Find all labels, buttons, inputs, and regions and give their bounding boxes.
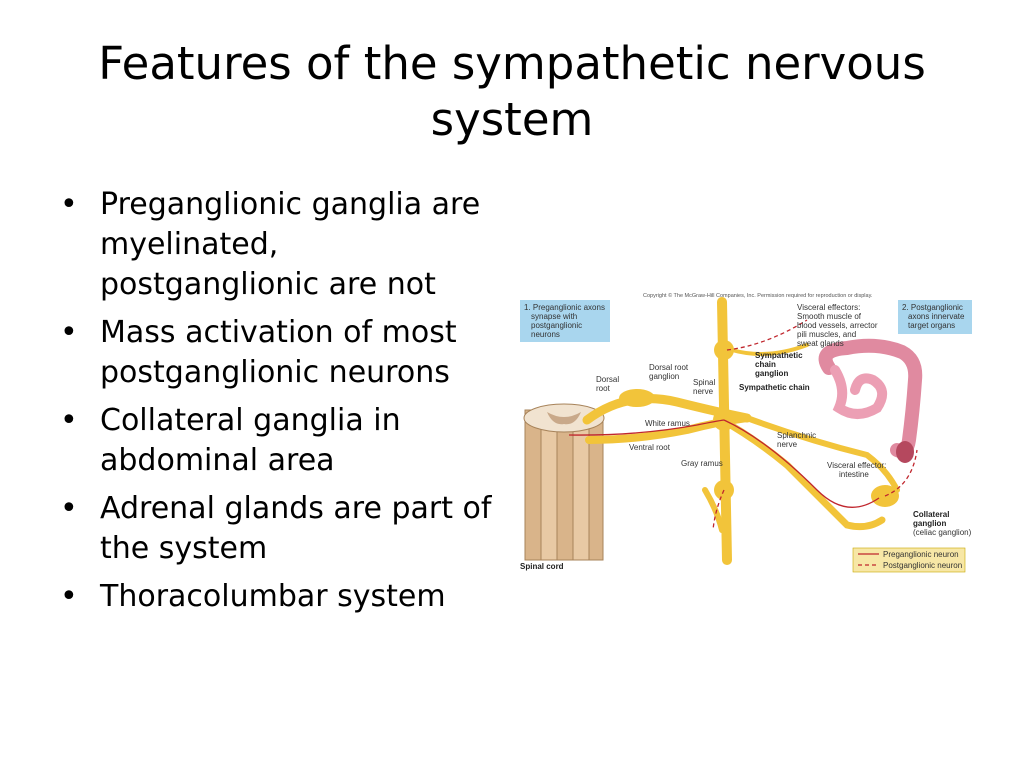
- white-ramus-label: White ramus: [645, 419, 690, 428]
- bullet-item: Adrenal glands are part of the system: [56, 489, 496, 569]
- bullet-item: Mass activation of most postganglionic n…: [56, 313, 496, 393]
- chain-ganglion-label: ganglion: [755, 369, 788, 378]
- visceral-effectors-label: pili muscles, and: [797, 330, 856, 339]
- visceral-effectors-label: Smooth muscle of: [797, 312, 862, 321]
- intestine-label: intestine: [839, 470, 869, 479]
- sympathetic-chain-label: Sympathetic chain: [739, 383, 810, 392]
- visceral-effectors-label: blood vessels, arrector: [797, 321, 878, 330]
- visceral-effectors-label: sweat glands: [797, 339, 844, 348]
- chain-ganglion-label: chain: [755, 360, 776, 369]
- dorsal-root-ganglion: [619, 389, 655, 407]
- gray-ramus-label: Gray ramus: [681, 459, 723, 468]
- collateral-ganglion-label: ganglion: [913, 519, 946, 528]
- callout-text: 1. Preganglionic axons: [524, 303, 605, 312]
- intestine-illustration: [818, 338, 923, 463]
- dorsal-root-ganglion-label: ganglion: [649, 372, 679, 381]
- bullet-item: Thoracolumbar system: [56, 577, 496, 617]
- spinal-nerve-label: nerve: [693, 387, 714, 396]
- dorsal-root-label: root: [596, 384, 611, 393]
- dorsal-root-ganglion-label: Dorsal root: [649, 363, 689, 372]
- spinal-cord-illustration: [523, 403, 605, 561]
- bullet-item: Collateral ganglia in abdominal area: [56, 401, 496, 481]
- spinal-cord-label: Spinal cord: [520, 562, 564, 571]
- callout-text: 2. Postganglionic: [902, 303, 963, 312]
- chain-ganglion-label: Sympathetic: [755, 351, 803, 360]
- collateral-ganglion-label: Collateral: [913, 510, 949, 519]
- callout-text: synapse with: [531, 312, 577, 321]
- celiac-ganglion-label: (celiac ganglion): [913, 528, 972, 537]
- spinal-nerve-label: Spinal: [693, 378, 715, 387]
- splanchnic-nerve-label: nerve: [777, 440, 798, 449]
- preganglionic-path: [568, 419, 880, 508]
- callout-text: axons innervate: [908, 312, 965, 321]
- sympathetic-diagram: Copyright © The McGraw-Hill Companies, I…: [517, 290, 983, 580]
- ventral-root-label: Ventral root: [629, 443, 671, 452]
- callout-text: target organs: [908, 321, 955, 330]
- callout-box-preganglionic: [520, 300, 610, 342]
- diagram-svg: Copyright © The McGraw-Hill Companies, I…: [520, 292, 972, 573]
- callout-text: postganglionic: [531, 321, 582, 330]
- legend-label-postganglionic: Postganglionic neuron: [883, 561, 962, 570]
- callout-box-postganglionic: [898, 300, 972, 334]
- postganglionic-path: [712, 319, 918, 531]
- bullet-item: Preganglionic ganglia are myelinated, po…: [56, 185, 496, 305]
- intestine-label: Visceral effector:: [827, 461, 886, 470]
- slide-title: Features of the sympathetic nervous syst…: [98, 37, 926, 146]
- legend-label-preganglionic: Preganglionic neuron: [883, 550, 959, 559]
- splanchnic-nerve-label: Splanchnic: [777, 431, 816, 440]
- visceral-effectors-label: Visceral effectors:: [797, 303, 860, 312]
- copyright-text: Copyright © The McGraw-Hill Companies, I…: [643, 292, 873, 299]
- legend: Preganglionic neuron Postganglionic neur…: [852, 547, 966, 573]
- bullet-list: Preganglionic ganglia are myelinated, po…: [56, 185, 496, 625]
- chain-ganglion-upper: [714, 340, 734, 360]
- callout-text: neurons: [531, 330, 560, 339]
- dorsal-root-label: Dorsal: [596, 375, 619, 384]
